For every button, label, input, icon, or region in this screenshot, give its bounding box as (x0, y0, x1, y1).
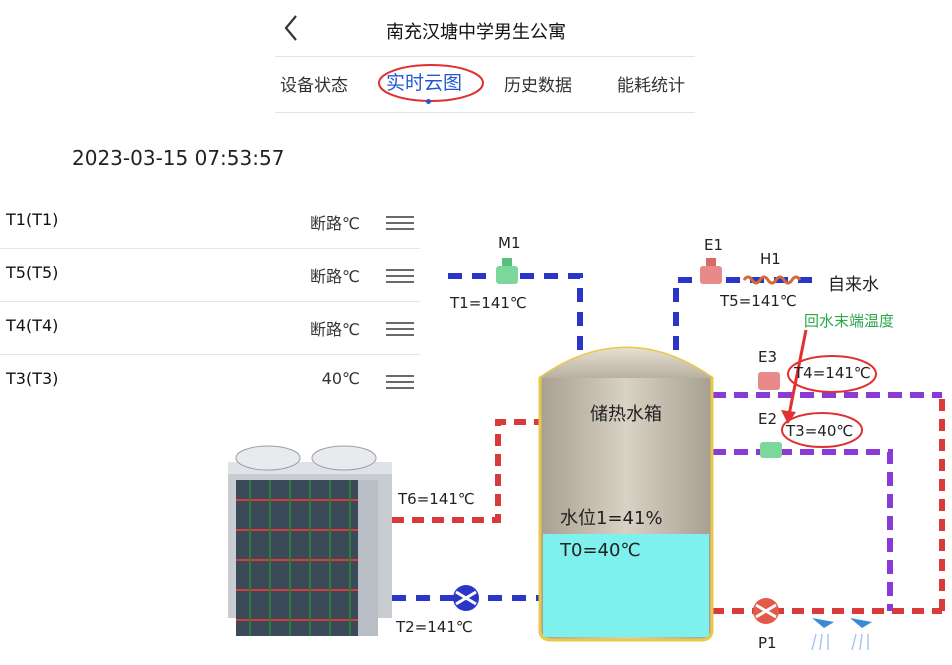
label-t5: T5=141℃ (720, 292, 797, 310)
storage-tank (538, 346, 714, 642)
label-t0: T0=40℃ (560, 540, 641, 561)
label-e1: E1 (704, 236, 724, 254)
sensor-name: T4(T4) (6, 316, 59, 335)
timestamp: 2023-03-15 07:53:57 (72, 146, 285, 170)
drag-handle-icon[interactable] (386, 269, 414, 283)
heat-pump-unit (228, 445, 392, 636)
label-m1: M1 (498, 234, 521, 252)
valve-e3-icon (758, 372, 780, 390)
sensor-row[interactable]: T1(T1) 断路℃ (0, 196, 420, 249)
sensor-value: 断路℃ (310, 267, 360, 286)
tab-device-status[interactable]: 设备状态 (280, 76, 348, 96)
sensor-name: T5(T5) (6, 263, 59, 282)
label-h1: H1 (760, 250, 781, 268)
tab-energy-stats[interactable]: 能耗统计 (617, 76, 685, 96)
sensor-name: T1(T1) (6, 210, 59, 229)
drag-handle-icon[interactable] (386, 322, 414, 336)
tabs-divider (275, 112, 695, 113)
sensor-row[interactable]: T4(T4) 断路℃ (0, 302, 420, 355)
annotation-arrow (786, 329, 808, 421)
valve-m1-icon (496, 258, 518, 284)
hot-pipes (392, 395, 945, 614)
drag-handle-icon[interactable] (386, 375, 414, 389)
sensor-value: 断路℃ (310, 320, 360, 339)
sensor-row[interactable]: T5(T5) 断路℃ (0, 249, 420, 302)
label-annotation: 回水末端温度 (804, 312, 895, 330)
active-tab-indicator (426, 99, 431, 104)
label-t4: T4=141℃ (794, 364, 871, 382)
valve-e1-icon (700, 258, 722, 284)
page-title: 南充汉塘中学男生公寓 (386, 22, 566, 43)
tab-history-data[interactable]: 历史数据 (504, 76, 572, 96)
heater-h1-icon (742, 275, 802, 285)
t4-highlight-circle (787, 355, 877, 393)
label-t2: T2=141℃ (396, 618, 473, 636)
pump-p1-icon (753, 598, 779, 624)
sensor-row[interactable]: T3(T3) 40℃ (0, 355, 420, 407)
sensor-value: 40℃ (321, 369, 360, 388)
valve-t2-icon (453, 585, 479, 611)
label-tank-title: 储热水箱 (590, 404, 662, 425)
label-p1: P1 (758, 634, 777, 652)
t3-highlight-circle (781, 412, 863, 448)
shower-heads-icon (811, 618, 872, 651)
label-water-level: 水位1=41% (560, 508, 663, 529)
valve-e2-icon (760, 442, 782, 458)
label-e3: E3 (758, 348, 778, 366)
tab-highlight-circle (378, 64, 484, 102)
back-arrow-icon[interactable] (278, 12, 306, 44)
tab-realtime-diagram[interactable]: 实时云图 (386, 72, 463, 94)
label-t1: T1=141℃ (450, 294, 527, 312)
label-t6: T6=141℃ (398, 490, 475, 508)
label-tap-water: 自来水 (828, 275, 879, 295)
header-divider (275, 56, 695, 57)
sensor-name: T3(T3) (6, 369, 59, 388)
label-t3: T3=40℃ (786, 422, 854, 440)
drag-handle-icon[interactable] (386, 216, 414, 230)
label-e2: E2 (758, 410, 778, 428)
sensor-value: 断路℃ (310, 214, 360, 233)
